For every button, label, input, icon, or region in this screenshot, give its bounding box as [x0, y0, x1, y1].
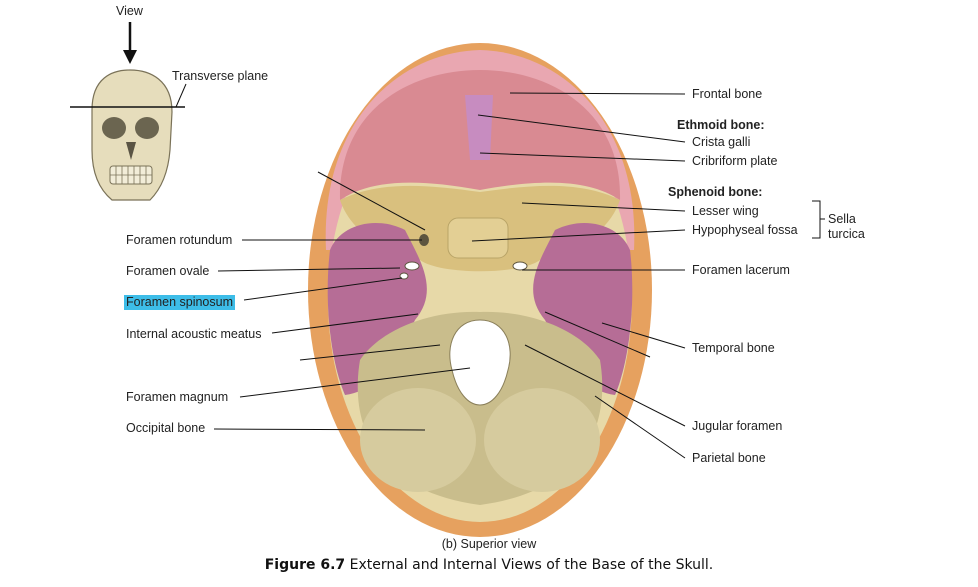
frontal-bone-label: Frontal bone — [692, 87, 763, 101]
foramen-magnum-label: Foramen magnum — [126, 390, 229, 404]
transverse-plane-leader — [175, 83, 187, 108]
lesser-wing-label: Lesser wing — [692, 204, 759, 218]
sphenoid-bone-label: Sphenoid bone: — [668, 185, 763, 199]
figure-caption-text: External and Internal Views of the Base … — [345, 557, 714, 573]
hypophyseal-fossa-label: Hypophyseal fossa — [692, 223, 798, 237]
parietal-bone-label: Parietal bone — [692, 451, 766, 465]
small-skull-icon — [91, 69, 173, 201]
crista-galli-label: Crista galli — [692, 135, 751, 149]
right-leader-lines — [471, 92, 825, 459]
subtitle: (b) Superior view — [441, 537, 537, 551]
ethmoid-bone-label: Ethmoid bone: — [677, 118, 765, 132]
transverse-plane-label: Transverse plane — [172, 69, 269, 83]
foramen-lacerum-label: Foramen lacerum — [692, 263, 790, 277]
foramen-ovale-label: Foramen ovale — [126, 264, 210, 278]
cribriform-plate-label: Cribriform plate — [692, 154, 778, 168]
figure-caption: Figure 6.7 External and Internal Views o… — [0, 557, 978, 573]
skull-base-illustration — [308, 43, 652, 537]
view-label: View — [116, 4, 143, 18]
internal-acoustic-meatus-label: Internal acoustic meatus — [126, 327, 262, 341]
temporal-bone-label: Temporal bone — [692, 341, 775, 355]
figure-number: Figure 6.7 — [264, 557, 346, 573]
left-leader-lines — [213, 171, 471, 431]
jugular-foramen-label: Jugular foramen — [692, 419, 783, 433]
view-arrowhead — [123, 50, 137, 64]
foramen-rotundum-label: Foramen rotundum — [126, 233, 233, 247]
sella-turcica-label: Sella turcica — [828, 212, 865, 241]
occipital-bone-label: Occipital bone — [126, 421, 206, 435]
foramen-spinosum-label: Foramen spinosum — [124, 295, 235, 310]
